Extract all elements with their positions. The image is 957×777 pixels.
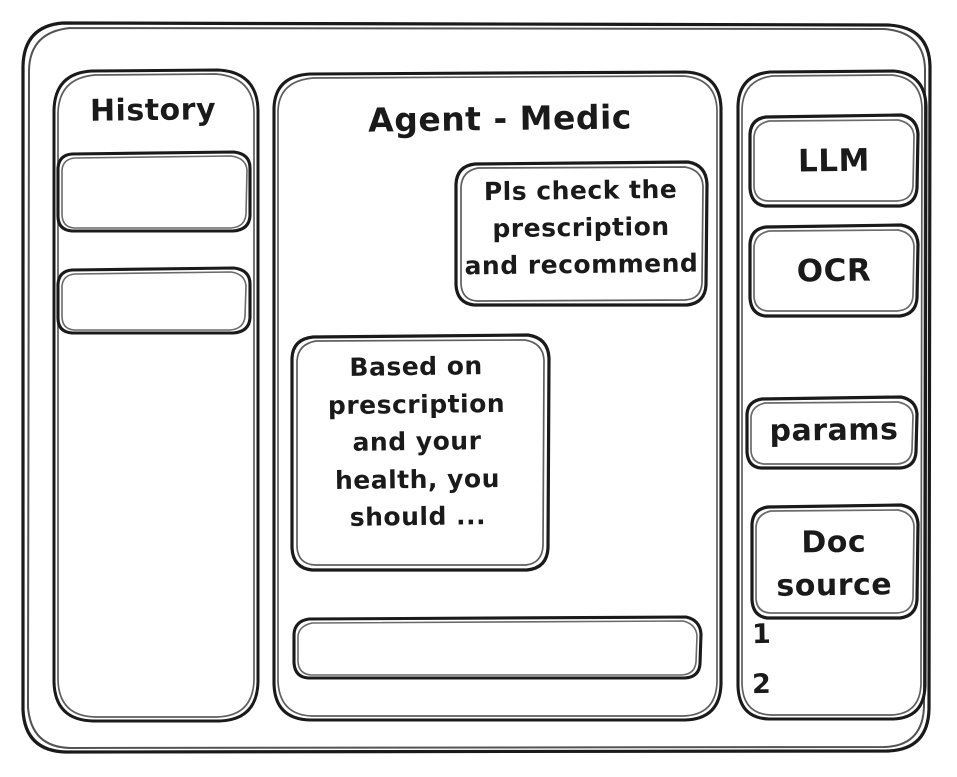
composer-input-outline [292, 615, 703, 680]
main-panel-outline [272, 70, 723, 722]
ocr-button-outline [748, 223, 920, 318]
ocr-button[interactable] [750, 225, 919, 317]
history-item-1[interactable] [58, 152, 250, 232]
agent-message-bubble[interactable] [292, 335, 550, 571]
doc-source-box[interactable] [752, 505, 919, 619]
right-panel-outline [736, 69, 928, 721]
window-frame [21, 21, 932, 754]
llm-button-outline [748, 113, 920, 208]
left-panel-outline [52, 68, 260, 723]
user-message-bubble-outline [454, 160, 709, 307]
history-item-2[interactable] [58, 268, 250, 334]
history-item-1-outline [56, 150, 252, 233]
history-item-2-outline [56, 266, 252, 335]
params-button[interactable] [747, 397, 918, 469]
params-button-outline [745, 395, 919, 470]
agent-message-bubble-outline [290, 333, 551, 572]
message-input[interactable] [294, 617, 702, 679]
llm-button[interactable] [750, 115, 919, 207]
doc-source-box-outline [750, 503, 920, 620]
user-message-bubble[interactable] [456, 162, 708, 306]
